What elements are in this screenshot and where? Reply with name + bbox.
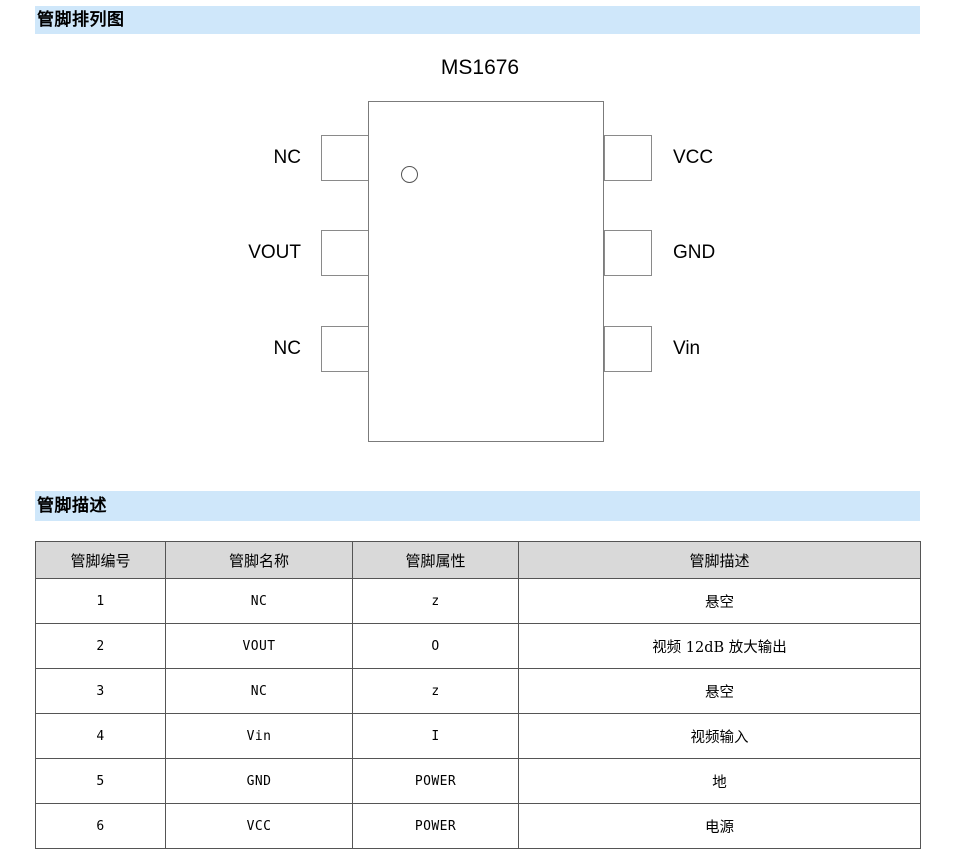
cell-pin-name: Vin	[165, 713, 353, 759]
cell-pin-description: 悬空	[518, 578, 921, 624]
package-body-outline	[368, 101, 604, 442]
column-header-pin-description: 管脚描述	[518, 541, 921, 579]
cell-pin-number: 1	[35, 578, 166, 624]
table-row: 6 VCC POWER 电源	[35, 803, 921, 849]
cell-pin-attribute: POWER	[352, 758, 519, 804]
pin-lead-right-3	[604, 326, 652, 372]
device-name-label: MS1676	[440, 56, 520, 79]
pin-lead-left-2	[321, 230, 369, 276]
pin-lead-right-2	[604, 230, 652, 276]
cell-pin-description: 地	[518, 758, 921, 804]
table-row: 4 Vin I 视频输入	[35, 713, 921, 759]
pin-lead-left-3	[321, 326, 369, 372]
section-header-pin-description: 管脚描述	[35, 491, 920, 521]
pin-label-left-2: VOUT	[248, 242, 301, 263]
cell-pin-description: 视频输入	[518, 713, 921, 759]
section-title-pin-description: 管脚描述	[37, 495, 107, 516]
cell-pin-number: 5	[35, 758, 166, 804]
cell-pin-name: NC	[165, 668, 353, 714]
cell-pin-name: VOUT	[165, 623, 353, 669]
table-row: 3 NC z 悬空	[35, 668, 921, 714]
cell-pin-attribute: I	[352, 713, 519, 759]
pin-label-right-3: Vin	[673, 338, 701, 359]
pin-lead-left-1	[321, 135, 369, 181]
cell-pin-attribute: z	[352, 668, 519, 714]
table-row: 1 NC z 悬空	[35, 578, 921, 624]
cell-pin-attribute: O	[352, 623, 519, 669]
column-header-pin-attribute: 管脚属性	[352, 541, 519, 579]
cell-pin-number: 2	[35, 623, 166, 669]
column-header-pin-name: 管脚名称	[165, 541, 353, 579]
cell-pin-name: NC	[165, 578, 353, 624]
cell-pin-number: 4	[35, 713, 166, 759]
pin-lead-right-1	[604, 135, 652, 181]
section-header-pinout: 管脚排列图	[35, 6, 920, 34]
cell-pin-description: 电源	[518, 803, 921, 849]
pin-label-left-3: NC	[273, 338, 301, 359]
pin-label-right-1: VCC	[673, 147, 714, 168]
table-header-row: 管脚编号 管脚名称 管脚属性 管脚描述	[35, 541, 921, 579]
pinout-diagram: MS1676 NC VOUT NC VCC GND Vin	[0, 40, 960, 480]
pin-description-table: 管脚编号 管脚名称 管脚属性 管脚描述 1 NC z 悬空 2 VOUT O 视…	[35, 541, 921, 849]
cell-pin-description: 视频 12dB 放大输出	[518, 623, 921, 669]
cell-pin-name: GND	[165, 758, 353, 804]
cell-pin-name: VCC	[165, 803, 353, 849]
cell-pin-number: 3	[35, 668, 166, 714]
cell-pin-number: 6	[35, 803, 166, 849]
table-row: 5 GND POWER 地	[35, 758, 921, 804]
pin-label-left-1: NC	[273, 147, 301, 168]
cell-pin-attribute: z	[352, 578, 519, 624]
section-title-pinout: 管脚排列图	[37, 9, 125, 30]
pin1-marker-dot-icon	[401, 166, 418, 183]
pin-label-right-2: GND	[673, 242, 716, 263]
column-header-pin-number: 管脚编号	[35, 541, 166, 579]
cell-pin-description: 悬空	[518, 668, 921, 714]
cell-pin-attribute: POWER	[352, 803, 519, 849]
table-row: 2 VOUT O 视频 12dB 放大输出	[35, 623, 921, 669]
